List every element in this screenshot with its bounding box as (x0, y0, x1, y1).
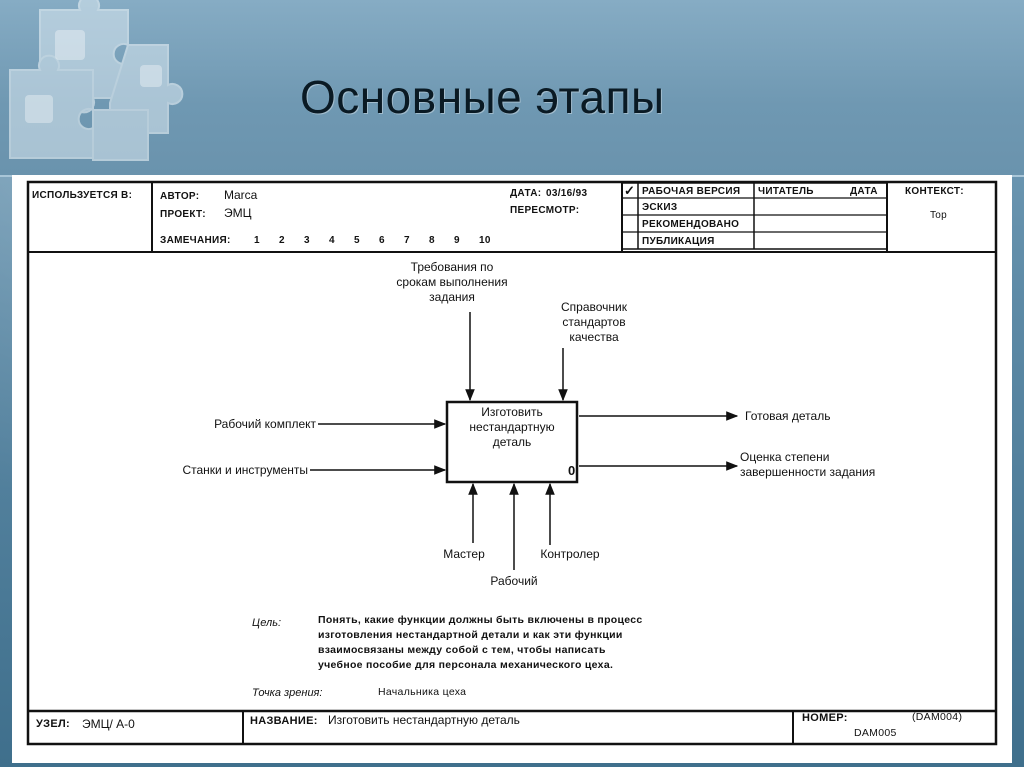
control-2-line-3: качества (569, 330, 619, 344)
control-1-line-2: срокам выполнения (396, 275, 507, 289)
notes-numbers: 1 2 3 4 5 6 7 8 9 10 (254, 235, 491, 246)
number-label: НОМЕР: (802, 712, 848, 724)
slide-title: Основные этапы (300, 71, 665, 123)
name-value: Изготовить нестандартную деталь (328, 713, 520, 727)
purpose-line-2: изготовления нестандартной детали и как … (318, 629, 623, 641)
output-2-line-2: завершенности задания (740, 465, 875, 479)
purpose-label: Цель: (252, 617, 281, 629)
notes-number: 7 (404, 235, 410, 246)
project-value: ЭМЦ (224, 206, 252, 220)
number-value-2: DAM005 (854, 727, 897, 739)
notes-number: 10 (479, 235, 491, 246)
box-title-line-1: Изготовить (481, 405, 543, 419)
status-row-working: РАБОЧАЯ ВЕРСИЯ (642, 186, 740, 197)
mechanism-3-label: Контролер (540, 547, 600, 561)
mechanism-2-label: Рабочий (490, 574, 537, 588)
used-at-label: ИСПОЛЬЗУЕТСЯ В: (32, 190, 132, 201)
status-row-recommended: РЕКОМЕНДОВАНО (642, 219, 739, 230)
status-row-publication: ПУБЛИКАЦИЯ (642, 236, 715, 247)
control-1-line-3: задания (429, 290, 475, 304)
notes-number: 9 (454, 235, 460, 246)
output-1-label: Готовая деталь (745, 409, 830, 423)
context-value: Top (930, 210, 947, 221)
notes-label: ЗАМЕЧАНИЯ: (160, 235, 231, 246)
control-2-line-2: стандартов (562, 315, 625, 329)
author-label: АВТОР: (160, 191, 199, 202)
purpose-line-4: учебное пособие для персонала механическ… (318, 659, 613, 671)
input-1-label: Рабочий комплект (214, 417, 316, 431)
notes-number: 1 (254, 235, 260, 246)
notes-number: 4 (329, 235, 335, 246)
project-label: ПРОЕКТ: (160, 209, 206, 220)
puzzle-decoration-icon (9, 0, 184, 161)
control-1-line-1: Требования по (411, 260, 494, 274)
box-title-line-2: нестандартную (469, 420, 554, 434)
viewpoint-label: Точка зрения: (252, 687, 323, 699)
purpose-line-1: Понять, какие функции должны быть включе… (318, 614, 643, 626)
date-value: 03/16/93 (546, 188, 587, 199)
input-2-label: Станки и инструменты (182, 463, 308, 477)
mechanism-1-label: Мастер (443, 547, 485, 561)
output-2-line-1: Оценка степени (740, 450, 829, 464)
box-title-line-3: деталь (493, 435, 532, 449)
node-label: УЗЕЛ: (36, 718, 70, 730)
author-value: Marca (224, 188, 258, 202)
notes-number: 3 (304, 235, 310, 246)
name-label: НАЗВАНИЕ: (250, 715, 318, 727)
notes-number: 8 (429, 235, 435, 246)
revision-label: ПЕРЕСМОТР: (510, 205, 579, 216)
idef0-form: ИСПОЛЬЗУЕТСЯ В: АВТОР: Marca ПРОЕКТ: ЭМЦ… (12, 175, 1012, 763)
activity-box (445, 400, 579, 484)
notes-number: 5 (354, 235, 360, 246)
notes-number: 6 (379, 235, 385, 246)
idef0-diagram: ИСПОЛЬЗУЕТСЯ В: АВТОР: Marca ПРОЕКТ: ЭМЦ… (26, 180, 998, 746)
number-value-1: (DAM004) (912, 711, 962, 723)
context-label: КОНТЕКСТ: (905, 186, 964, 197)
status-row-draft: ЭСКИЗ (642, 202, 677, 213)
form-frame (26, 180, 998, 746)
box-number: 0 (568, 463, 575, 478)
check-mark-icon: ✓ (624, 183, 635, 198)
notes-number: 2 (279, 235, 285, 246)
control-2-line-1: Справочник (561, 300, 628, 314)
purpose-line-3: взаимосвязаны между собой с тем, чтобы н… (318, 644, 606, 656)
reader-date-label: ДАТА (850, 186, 878, 197)
node-value: ЭМЦ/ А-0 (82, 717, 135, 731)
reader-label: ЧИТАТЕЛЬ (758, 186, 814, 197)
date-label: ДАТА: (510, 188, 541, 199)
viewpoint-value: Начальника цеха (378, 686, 466, 698)
